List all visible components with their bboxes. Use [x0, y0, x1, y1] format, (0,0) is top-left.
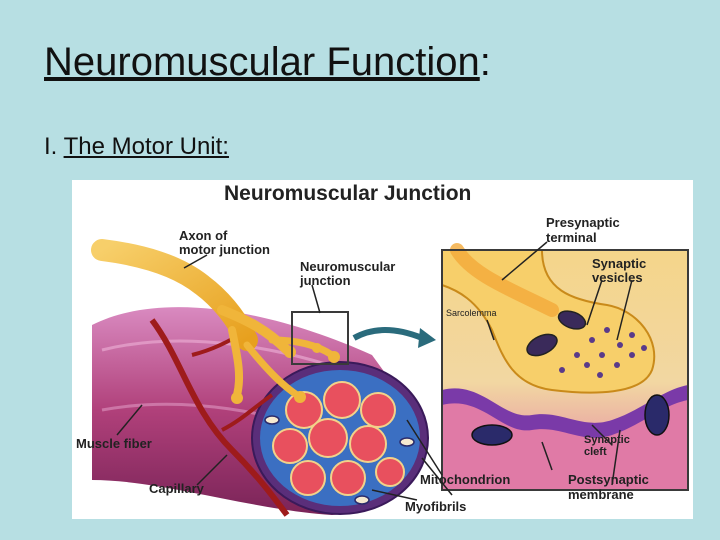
axon-shape: [91, 239, 340, 404]
label-capillary: Capillary: [149, 481, 205, 496]
label-presynaptic-line1: Presynaptic: [546, 215, 620, 230]
label-vesicles-line2: vesicles: [592, 270, 643, 285]
label-axon-line1: Axon of: [179, 228, 228, 243]
label-presynaptic-line2: terminal: [546, 230, 597, 245]
zoom-arrow-head: [418, 328, 436, 348]
zoom-arrow: [352, 327, 424, 341]
diagram-title: Neuromuscular Junction: [224, 182, 471, 205]
label-nmj-line1: Neuromuscular: [300, 259, 395, 274]
label-myofibrils: Myofibrils: [405, 499, 466, 514]
label-postsynaptic-line2: membrane: [568, 487, 634, 502]
synapse-inset: [441, 243, 689, 491]
leader-lines: [116, 241, 633, 501]
slide-title: Neuromuscular Function:: [44, 40, 491, 85]
label-cleft-line2: cleft: [584, 446, 607, 458]
label-muscle-fiber: Muscle fiber: [76, 436, 152, 451]
neuromuscular-junction-figure: Neuromuscular Junction: [72, 180, 693, 519]
label-postsynaptic-line1: Postsynaptic: [568, 472, 649, 487]
bullet-text: The Motor Unit:: [63, 133, 229, 160]
label-mitochondrion: Mitochondrion: [420, 472, 510, 487]
label-sarcolemma: Sarcolemma: [446, 308, 497, 318]
muscle-cross-section: [251, 361, 429, 515]
bullet-number: I.: [44, 133, 64, 160]
slide-title-colon: :: [479, 40, 491, 84]
label-axon-line2: motor junction: [179, 242, 270, 257]
slide-title-text: Neuromuscular Function: [44, 40, 480, 84]
bullet-item: I. The Motor Unit:: [44, 133, 229, 161]
label-vesicles-line1: Synaptic: [592, 256, 646, 271]
diagram-svg: Neuromuscular Junction: [76, 182, 689, 517]
label-cleft-line1: Synaptic: [584, 434, 630, 446]
label-nmj-line2: junction: [299, 273, 351, 288]
